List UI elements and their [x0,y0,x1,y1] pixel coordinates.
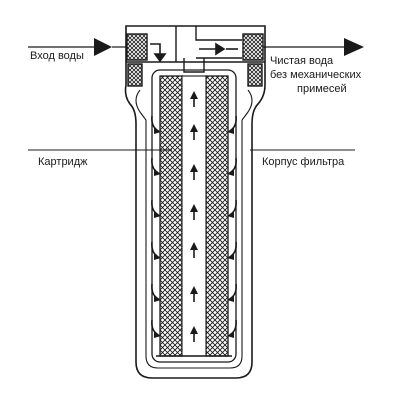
arrow-right-icon [344,38,364,56]
inward-flow-arrows [151,115,237,338]
arrow-up-icon [190,242,198,258]
outlet-port [242,33,264,61]
curved-arrow-icon [227,241,237,260]
curved-arrow-icon [227,199,237,218]
head-thread-right [247,63,263,87]
head-thread-left [127,63,143,87]
cartridge-shell [151,69,237,363]
outlet-internal-arrow [199,42,238,56]
curved-arrow-icon [227,115,237,134]
arrow-up-icon [190,286,198,302]
outlet-label-line1: Чистая вода [270,55,334,67]
arrow-up-icon [190,164,198,180]
inlet-arrow [28,38,127,56]
cartridge [151,69,237,363]
curved-arrow-icon [151,241,161,260]
inlet-port [126,33,148,61]
outlet-label-line3: примесей [297,83,347,95]
cartridge-media-right [205,75,229,357]
arrow-up-icon [190,91,198,107]
arrow-up-icon [190,204,198,220]
center-pipe-top [183,58,205,73]
outlet-arrow [263,38,364,56]
curved-arrow-icon [227,157,237,176]
upward-flow-arrows [190,91,198,342]
filter-housing [124,25,266,379]
curved-arrow-icon [227,319,237,338]
arrow-up-icon [190,124,198,140]
curved-arrow-icon [151,157,161,176]
cartridge-media-left [159,75,183,357]
inlet-label: Вход воды [30,50,84,62]
arrow-right-icon [94,38,112,56]
curved-arrow-icon [151,199,161,218]
housing-inner-outline [135,89,253,369]
curved-arrow-icon [151,283,161,302]
curved-arrow-icon [227,283,237,302]
curved-arrow-icon [151,115,161,134]
curved-arrow-icon [151,319,161,338]
cartridge-label: Картридж [38,156,88,168]
housing-label: Корпус фильтра [262,156,345,168]
outlet-label-line2: без механических [270,69,362,81]
housing-outer-outline [124,25,266,379]
arrow-up-icon [190,326,198,342]
inlet-internal-arrow [150,43,167,63]
head-outlet-channel [175,26,242,62]
